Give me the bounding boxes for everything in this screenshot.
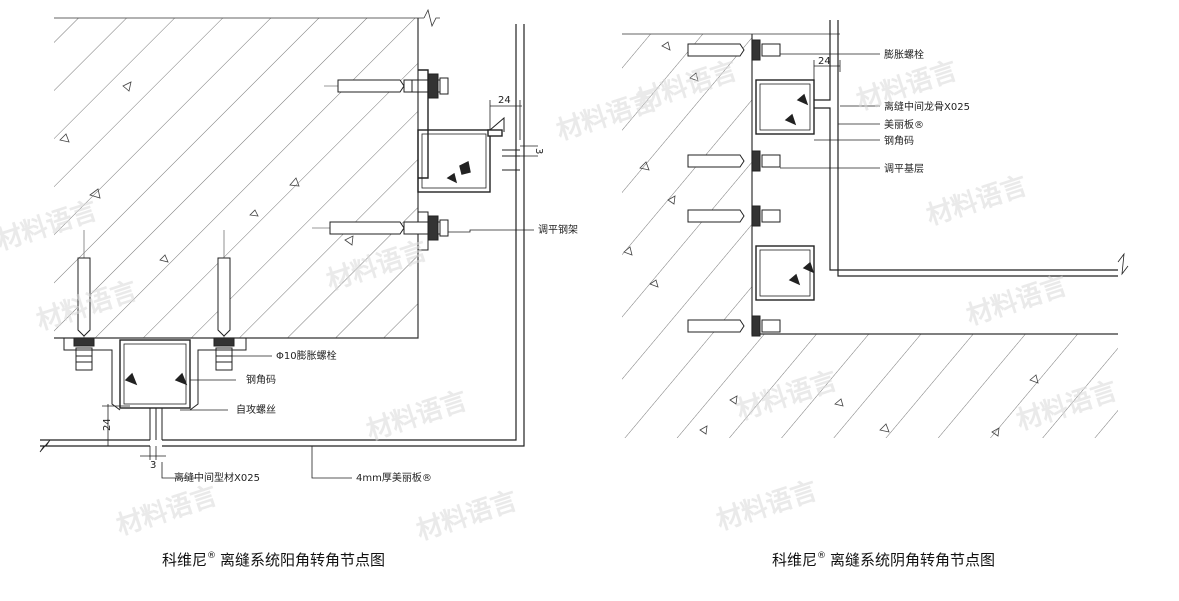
dim-24-bottom-label: 24 [102,418,113,431]
concrete-aggregate [59,81,354,263]
vertical-wall-hatch [622,34,752,334]
dim-24-top-label: 24 [498,95,511,106]
floor-aggregate [623,41,1039,437]
label-panel-r: 美丽板® [884,118,924,131]
watermark-text: 材料语言 [413,486,521,547]
label-steel-corner: 钢角码 [246,373,276,386]
dimension-3-bottom [140,446,166,460]
floor-slab-hatch [622,334,1118,438]
right-panel-lines [814,20,1129,277]
dimension-24-top [489,100,522,140]
concrete-wall-hatch [54,18,418,338]
label-self-tap-screw: 自攻螺丝 [236,403,276,416]
bottom-steel-profile [63,338,247,440]
right-expansion-bolts [687,39,781,337]
label-expansion-bolt: Φ10膨胀螺栓 [276,349,337,362]
right-caption: 科维尼® 离缝系统阴角转角节点图 [772,551,995,569]
label-expansion-bolt-r: 膨胀螺栓 [884,48,924,61]
dimension-24-right [813,60,841,80]
label-leveling-frame: 调平钢架 [538,223,578,236]
left-caption-brand: 科维尼 [162,551,207,569]
right-leaders [780,53,880,169]
inside-corner-drawing: 24 膨胀螺栓 离缝中间龙骨X025 美丽板® 钢角码 调平基层 科维尼® 离缝系… [622,20,1129,569]
label-leveling-layer: 调平基层 [884,162,924,175]
wall-edge [54,18,419,339]
right-caption-brand: 科维尼 [772,551,817,569]
left-caption-reg: ® [207,551,216,561]
watermark-text: 材料语言 [963,271,1071,332]
dim-24-right-label: 24 [818,56,831,67]
watermark-text: 材料语言 [113,481,221,542]
right-caption-reg: ® [817,551,826,561]
dim-3-bottom-label: 3 [150,460,156,471]
dim-3-right-label: 3 [533,148,544,154]
expansion-bolt-middle [312,211,449,251]
watermark-text: 材料语言 [713,476,821,537]
dimension-3-right [520,145,538,157]
label-gap-profile: 离缝中间型材X025 [174,471,260,484]
leveling-steel-frame [417,69,520,193]
label-panel: 4mm厚美丽板® [356,471,432,484]
watermark-text: 材料语言 [363,386,471,447]
right-steel-profiles [755,79,815,301]
right-caption-title: 离缝系统阴角转角节点图 [830,551,995,569]
expansion-bolt-bottom-right [213,230,235,371]
watermark-text: 材料语言 [923,171,1031,232]
left-caption-title: 离缝系统阳角转角节点图 [220,551,385,569]
left-caption: 科维尼® 离缝系统阳角转角节点图 [162,551,385,569]
dimension-24-bottom [102,404,130,447]
expansion-bolt-top [324,73,449,99]
outer-panel [39,24,525,453]
expansion-bolt-bottom-left [73,230,95,371]
outside-corner-drawing: 24 3 24 3 调平钢架 Φ10膨胀螺栓 钢角码 [39,8,578,569]
label-gap-keel: 离缝中间龙骨X025 [884,100,970,113]
label-steel-corner-r: 钢角码 [884,134,914,147]
left-leaders [161,229,534,479]
